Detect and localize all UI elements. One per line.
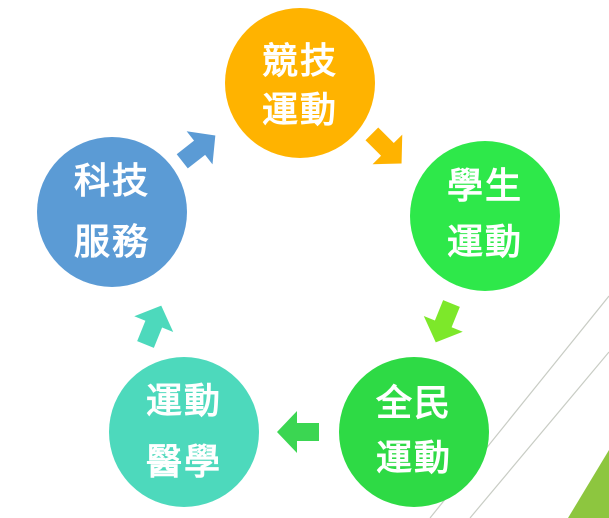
- node-quanmin-line2: 運動: [376, 438, 452, 479]
- accent-triangle: [568, 450, 609, 518]
- node-keji: 科技 服務: [37, 137, 187, 287]
- node-keji-line2: 服務: [74, 222, 150, 263]
- cycle-arrows: [134, 127, 463, 453]
- node-yixue-line1: 運動: [146, 381, 222, 422]
- arrow-xuesheng-to-quanmin: [423, 300, 463, 343]
- node-xuesheng: 學生 運動: [410, 141, 560, 291]
- arrow-jingji-to-xuesheng: [365, 127, 403, 165]
- node-xuesheng-line2: 運動: [447, 222, 523, 263]
- node-jingji-line1: 競技: [262, 41, 338, 82]
- decorative-line: [469, 351, 609, 518]
- node-quanmin: 全民 運動: [339, 357, 489, 507]
- node-yixue-line2: 醫學: [146, 442, 222, 483]
- node-jingji: 競技 運動: [225, 8, 375, 158]
- node-quanmin-line1: 全民: [375, 382, 452, 424]
- node-xuesheng-line1: 學生: [447, 166, 523, 207]
- arrow-yixue-to-keji: [134, 305, 174, 348]
- node-keji-line1: 科技: [74, 161, 150, 202]
- node-yixue: 運動 醫學: [109, 357, 259, 507]
- node-jingji-line2: 運動: [262, 90, 338, 131]
- arrow-quanmin-to-yixue: [277, 411, 319, 453]
- arrow-keji-to-jingji: [176, 131, 216, 169]
